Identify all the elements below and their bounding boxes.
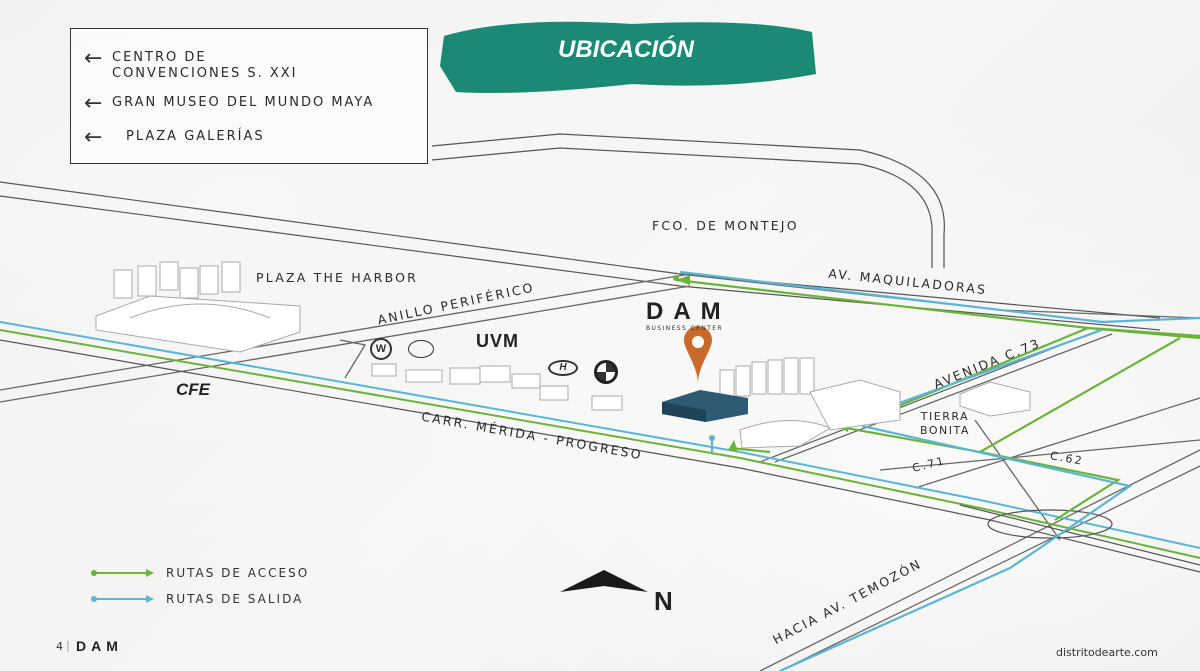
nissan-icon	[408, 340, 434, 358]
arrow-left-icon: ←	[84, 91, 105, 116]
direction-item: ← CENTRO DE CONVENCIONES S. XXI	[84, 46, 298, 82]
location-pin-icon	[684, 326, 712, 384]
cfe-logo: CFE	[176, 380, 210, 399]
dam-building	[662, 390, 748, 422]
place-label-tierra-bonita: TIERRA BONITA	[920, 410, 970, 437]
volkswagen-icon: W	[370, 338, 392, 360]
carretera-road	[0, 321, 1200, 573]
dam-logo: DAM	[646, 298, 731, 325]
legend-access: RUTAS DE ACCESO	[90, 566, 309, 580]
harbor-buildings	[95, 261, 301, 353]
website-link[interactable]: distritodearte.com	[1056, 646, 1158, 659]
title-banner: UBICACIÓN	[432, 14, 820, 98]
directions-box	[70, 28, 428, 164]
page-title: UBICACIÓN	[558, 36, 694, 63]
grey-roads	[0, 273, 1200, 671]
legend-exit: RUTAS DE SALIDA	[90, 592, 303, 606]
uvm-logo: UVM	[476, 331, 519, 351]
direction-item: ← PLAZA GALERÍAS	[84, 125, 265, 150]
footer-logo: DAM	[76, 638, 123, 654]
page-number: 4	[56, 640, 63, 653]
dealership-buildings	[371, 357, 901, 449]
hyundai-icon: H	[548, 360, 578, 376]
place-label-harbor: PLAZA THE HARBOR	[256, 270, 419, 285]
bmw-icon	[594, 360, 618, 384]
arrow-left-icon: ←	[84, 46, 105, 71]
north-label: N	[654, 586, 673, 616]
dam-subtitle: BUSINESS CENTER	[646, 325, 723, 332]
road-label-montejo: FCO. DE MONTEJO	[652, 218, 799, 233]
tierra-bonita-building	[959, 381, 1031, 417]
interchange	[959, 504, 1200, 566]
footer-divider: |	[66, 639, 70, 652]
north-arrow-icon	[560, 570, 648, 592]
direction-item: ← GRAN MUSEO DEL MUNDO MAYA	[84, 91, 375, 116]
arrow-left-icon: ←	[84, 125, 105, 150]
